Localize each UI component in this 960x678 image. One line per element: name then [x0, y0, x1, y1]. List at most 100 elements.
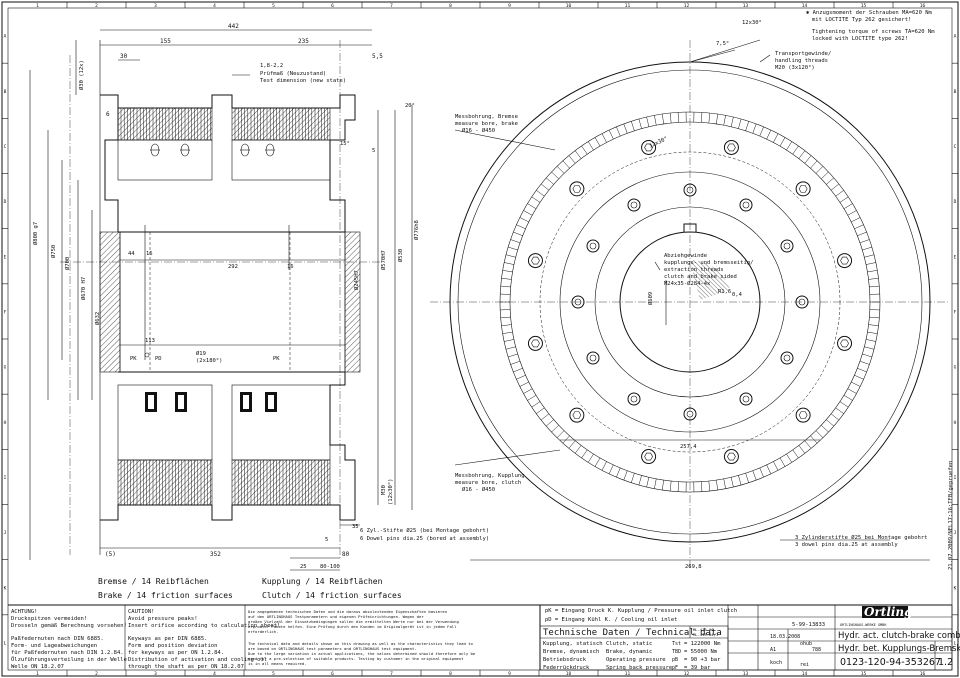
- frame-row-label: J: [954, 530, 957, 536]
- bolt-hole-inner-core: [574, 298, 582, 306]
- bolt-hole-inner: [780, 239, 794, 253]
- project-no: 5-99-13833: [792, 622, 825, 628]
- bolt-hole-inner-core: [686, 410, 694, 418]
- torque-en: Tightening torque of screws TA=620 Nm: [812, 29, 935, 35]
- note-en5: for keyways as per ON 1.2.84.: [128, 650, 224, 656]
- frame-row-label: G: [954, 365, 957, 371]
- tech-row-sym: pB: [672, 657, 678, 663]
- angle-7-5: 7,5°: [716, 41, 729, 47]
- tech-row-en: Brake, dynamic: [606, 649, 652, 655]
- bolt-hole-outer: [723, 449, 739, 465]
- frame-col-label: 10: [566, 3, 572, 9]
- pk-label-1: PK: [130, 356, 137, 362]
- frame-row-label: A: [4, 34, 7, 40]
- tech-table-title: Technische Daten / Technical data: [543, 628, 722, 638]
- frame-row-label: H: [954, 420, 957, 426]
- torque-de2: mit LOCTITE Typ 262 gesichert!: [812, 17, 911, 23]
- abzieh-de2: kupplungs- und bremsseitig/: [664, 260, 753, 266]
- bolt-hole-outer: [837, 253, 853, 269]
- bolt-hole-outer: [527, 335, 543, 351]
- pins-de: 3 Zylinderstifte Ø25 bei Montage gebohrt: [795, 534, 927, 541]
- frame-row-label: E: [4, 254, 7, 260]
- dim-235: 235: [298, 38, 309, 45]
- frame-col-label: 10: [566, 671, 572, 677]
- caution: CAUTION!: [128, 609, 155, 615]
- dim-19: Ø19: [196, 350, 206, 357]
- dim-80a: 80: [342, 551, 350, 558]
- bolt-head-hex: [798, 185, 808, 193]
- torque-de: ✱ Anzugsmoment der Schrauben MA=620 Nm: [806, 10, 933, 16]
- frame-col-label: 11: [625, 671, 631, 677]
- frame-col-label: 2: [95, 3, 98, 9]
- frame-row-label: C: [4, 144, 7, 150]
- frame-col-label: 3: [154, 3, 157, 9]
- dim-257: 257,4: [680, 444, 697, 450]
- bolt-hole-inner: [586, 239, 600, 253]
- bolt-hole-outer: [527, 253, 543, 269]
- bolt-hole-inner: [795, 295, 809, 309]
- angle-12x30-top: 12x30°: [742, 20, 762, 26]
- frame-row-label: K: [954, 585, 957, 591]
- tech-row-de: Betriebsdruck: [543, 657, 587, 663]
- frame-col-label: 11: [625, 3, 631, 9]
- bolt-hole-outer: [641, 449, 657, 465]
- frame-col-label: 15: [861, 3, 867, 9]
- dia-670: Ø670 H7: [80, 277, 87, 300]
- brake-label-en: Brake / 14 friction surfaces: [98, 591, 233, 600]
- mess-brake-en: measure bore, brake: [455, 121, 518, 127]
- note-de6: Ölzuführungsverteilung in der Welle: [11, 656, 127, 663]
- bolt-hole-inner: [683, 183, 697, 197]
- thread-m30: M30: [381, 485, 387, 495]
- frame-col-label: 13: [743, 671, 749, 677]
- frame-col-label: 5: [272, 3, 275, 9]
- clutch-friction-pack-upper: [231, 107, 331, 141]
- bolt-hole-inner-core: [742, 395, 750, 403]
- angle-12x30-inner: 12x30°: [648, 136, 669, 150]
- frame-row-label: H: [4, 420, 7, 426]
- frame-col-label: 1: [36, 671, 39, 677]
- frame-col-label: 14: [802, 3, 808, 9]
- bolt-hole-outer: [723, 139, 739, 155]
- clutch-label-de: Kupplung / 14 Reibflächen: [262, 577, 383, 586]
- dim-44: 44: [128, 251, 135, 257]
- bolt-head-hex: [840, 256, 849, 265]
- dowel-note-en: 6 Dowel pins dia.25 (bored at assembly): [360, 536, 489, 542]
- pins-en: 3 dowel pins dia.25 at assembly: [795, 542, 898, 548]
- bolts-lower: [145, 392, 277, 412]
- frame-col-label: 3: [154, 671, 157, 677]
- frame-row-label: C: [954, 144, 957, 150]
- tech-row-de: Federrückdruck: [543, 665, 590, 671]
- dim-30: 30: [120, 53, 128, 60]
- abzieh-en: extraction threads: [664, 267, 724, 273]
- frame-col-label: 6: [331, 671, 334, 677]
- tech-en3: Due to the large variation in actual app…: [248, 651, 476, 656]
- bolt-hole-inner: [586, 351, 600, 365]
- tech-en4: used for a pre-selection of suitable pro…: [248, 656, 464, 661]
- dim-5p: (5): [105, 551, 116, 558]
- frame-col-label: 16: [920, 671, 926, 677]
- bolt-hole-inner-core: [686, 186, 694, 194]
- dia-800: Ø800 g7: [32, 222, 39, 245]
- frame-row-label: L: [954, 640, 957, 646]
- bolt-hole-inner-core: [630, 395, 638, 403]
- legend-pd: pD = Eingang Kühl K. / Cooling oil inlet: [545, 617, 677, 623]
- title-de: Hydr. bet. Kupplungs-Bremskombination: [838, 644, 960, 654]
- bolt-hole-inner: [571, 295, 585, 309]
- material: 788: [812, 647, 821, 653]
- frame-row-label: G: [4, 365, 7, 371]
- title-en: Hydr. act. clutch-brake combined unit: [838, 631, 960, 641]
- frame-row-label: J: [4, 530, 7, 536]
- sheet-no: 1.2: [938, 657, 953, 668]
- abzieh-de: Abziehgewinde: [664, 253, 707, 259]
- dim-292: 292: [228, 264, 238, 270]
- dim-16a: 16: [146, 251, 153, 257]
- tech-de3: großen Vielzahl der Einsatzbedingungen s…: [248, 619, 459, 624]
- frame-row-label: B: [4, 89, 7, 95]
- dim-19b: (2x180°): [196, 358, 223, 364]
- dia-609: Ø609: [647, 292, 654, 305]
- tech-row-de: Kupplung, statisch: [543, 641, 603, 647]
- dim-5c: 5: [325, 537, 328, 543]
- frame-row-label: B: [954, 89, 957, 95]
- frame-row-label: F: [954, 309, 957, 315]
